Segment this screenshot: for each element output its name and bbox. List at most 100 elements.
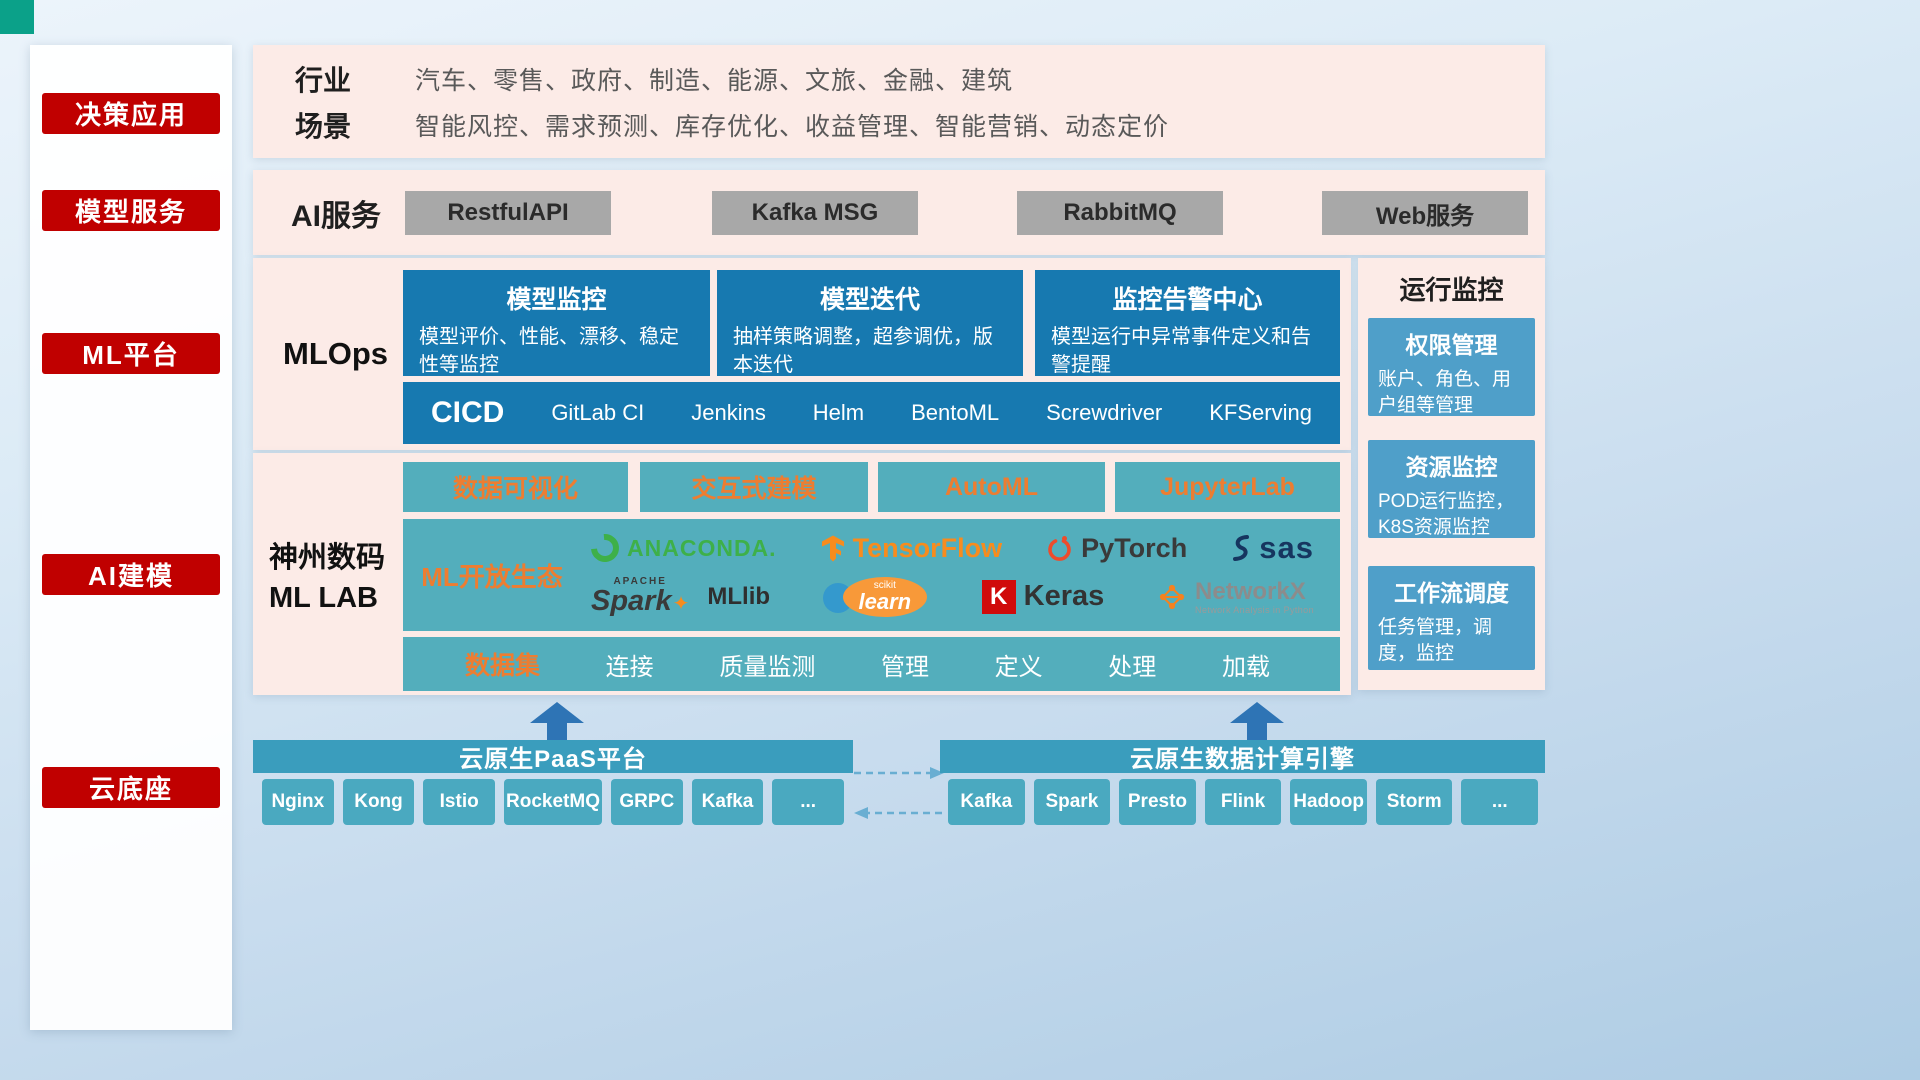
dataset-define: 定义	[994, 653, 1043, 681]
card-desc: 模型评价、性能、漂移、稳定性等监控	[419, 326, 679, 376]
dataset-bar: 数据集 连接 质量监测 管理 定义 处理 加载	[403, 637, 1340, 691]
scikit-learn-icon: scikit learn	[822, 574, 929, 620]
ml-lab-label-line2: ML LAB	[269, 581, 379, 614]
chip-flink: Flink	[1204, 779, 1282, 825]
paas-platform-header: 云原生PaaS平台	[253, 740, 853, 773]
sas-icon	[1233, 535, 1250, 562]
ml-lab-label: 神州数码 ML LAB	[269, 453, 401, 695]
pytorch-icon	[1048, 535, 1071, 561]
scikit-orange-blob: scikit learn	[842, 576, 927, 617]
chip-storm: Storm	[1375, 779, 1453, 825]
scene-row: 场景 智能风控、需求预测、库存优化、收益管理、智能营销、动态定价	[295, 103, 1529, 147]
runtime-monitor-title: 运行监控	[1399, 275, 1504, 305]
card-title: 资源监控	[1405, 454, 1498, 480]
scene-value: 智能风控、需求预测、库存优化、收益管理、智能营销、动态定价	[415, 113, 1170, 141]
sidebar-badge-decision-apps: 决策应用	[42, 93, 220, 134]
interactive-modeling-box: 交互式建模	[640, 462, 868, 512]
card-desc: 模型运行中异常事件定义和告警提醒	[1051, 326, 1311, 376]
rabbitmq-box: RabbitMQ	[1017, 191, 1223, 235]
ml-open-ecosystem-box: ML开放生态 ANACONDA. TensorFlow PyTorch	[403, 519, 1340, 631]
tensorflow-icon	[821, 535, 844, 562]
anaconda-text: ANACONDA.	[627, 534, 777, 561]
card-desc: 任务管理，调度，监控	[1378, 617, 1493, 664]
panel-industry-scenarios: 行业 汽车、零售、政府、制造、能源、文旅、金融、建筑 场景 智能风控、需求预测、…	[253, 45, 1545, 158]
networkx-text: NetworkX	[1195, 577, 1306, 605]
chip-presto: Presto	[1119, 779, 1196, 825]
dataset-label: 数据集	[465, 652, 541, 680]
model-iteration-card: 模型迭代 抽样策略调整，超参调优，版本迭代	[717, 270, 1023, 376]
resource-monitor-card: 资源监控 POD运行监控，K8S资源监控	[1368, 440, 1535, 538]
up-arrow-right	[1230, 702, 1284, 749]
automl-box: AutoML	[878, 462, 1105, 512]
chip-hadoop: Hadoop	[1290, 779, 1367, 825]
card-title: 模型监控	[506, 286, 607, 314]
mlops-label: MLOps	[283, 336, 389, 371]
card-desc: 账户、角色、用户组等管理	[1378, 369, 1512, 416]
anaconda-logo: ANACONDA.	[585, 528, 777, 569]
pytorch-text: PyTorch	[1081, 532, 1188, 563]
data-visualization-box: 数据可视化	[403, 462, 628, 512]
dataset-manage: 管理	[880, 653, 929, 681]
scikit-learn-logo: scikit learn	[822, 574, 929, 620]
panel-runtime-monitor: 运行监控 权限管理 账户、角色、用户组等管理 资源监控 POD运行监控，K8S资…	[1358, 258, 1545, 690]
eco-logos: ANACONDA. TensorFlow PyTorch sas	[581, 519, 1340, 631]
jupyterlab-box: JupyterLab	[1115, 462, 1340, 512]
model-monitor-card: 模型监控 模型评价、性能、漂移、稳定性等监控	[403, 270, 710, 376]
card-desc: 抽样策略调整，超参调优，版本迭代	[733, 326, 993, 376]
spark-wordmark: APACHE Spark	[591, 577, 689, 616]
cicd-label: CICD	[431, 396, 505, 429]
dashed-arrows	[848, 758, 948, 833]
data-engine-header: 云原生数据计算引擎	[940, 740, 1545, 773]
chip-istio: Istio	[423, 779, 496, 825]
cicd-tool-helm: Helm	[812, 400, 865, 425]
restful-api-box: RestfulAPI	[405, 191, 611, 235]
dataset-process: 处理	[1108, 653, 1157, 681]
eco-row-1: ANACONDA. TensorFlow PyTorch sas	[585, 528, 1314, 569]
apache-text: APACHE	[613, 576, 667, 588]
keras-icon: K	[981, 579, 1016, 614]
alert-center-card: 监控告警中心 模型运行中异常事件定义和告警提醒	[1035, 270, 1340, 376]
web-service-box: Web服务	[1322, 191, 1528, 235]
chip-nginx: Nginx	[262, 779, 334, 825]
sidebar-badge-ai-modeling: AI建模	[42, 554, 220, 595]
permission-mgmt-card: 权限管理 账户、角色、用户组等管理	[1368, 318, 1535, 416]
spark-text: Spark	[591, 587, 689, 616]
card-title: 监控告警中心	[1112, 286, 1263, 314]
cicd-tool-screwdriver: Screwdriver	[1046, 400, 1163, 425]
cicd-bar: CICD GitLab CI Jenkins Helm BentoML Scre…	[403, 382, 1340, 444]
chip-kafka2: Kafka	[948, 779, 1025, 825]
mllib-text: MLlib	[707, 582, 771, 610]
scene-label: 场景	[295, 111, 352, 142]
spark-star-icon	[672, 587, 690, 616]
chip-kong: Kong	[342, 779, 415, 825]
sas-text: sas	[1259, 530, 1314, 566]
dataset-connect: 连接	[605, 653, 654, 681]
keras-text: Keras	[1023, 580, 1105, 613]
up-arrow-left	[530, 702, 584, 749]
pytorch-logo: PyTorch	[1046, 533, 1187, 564]
sas-logo: sas	[1231, 530, 1314, 566]
sidebar: 决策应用 模型服务 ML平台 AI建模 云底座	[30, 45, 232, 1030]
chip-grpc: GRPC	[610, 779, 683, 825]
eco-row-2: APACHE Spark MLlib scikit learn	[591, 574, 1314, 620]
card-desc: POD运行监控，K8S资源监控	[1378, 491, 1515, 538]
industry-row: 行业 汽车、零售、政府、制造、能源、文旅、金融、建筑	[295, 57, 1529, 101]
keras-logo: K Keras	[981, 579, 1105, 614]
engine-chip-row: Kafka Spark Presto Flink Hadoop Storm ..…	[948, 779, 1539, 825]
cicd-tool-kfserving: KFServing	[1209, 400, 1312, 425]
panel-ml-lab: 神州数码 ML LAB 数据可视化 交互式建模 AutoML JupyterLa…	[253, 453, 1351, 695]
card-title: 权限管理	[1405, 332, 1498, 358]
workflow-schedule-card: 工作流调度 任务管理，调度，监控	[1368, 566, 1535, 670]
ai-service-label: AI服务	[291, 199, 381, 233]
dataset-load: 加载	[1221, 653, 1270, 681]
dataset-quality: 质量监测	[719, 653, 816, 681]
chip-more-right: ...	[1461, 779, 1539, 825]
panel-mlops: MLOps 模型监控 模型评价、性能、漂移、稳定性等监控 模型迭代 抽样策略调整…	[253, 258, 1351, 450]
learn-text: learn	[858, 588, 912, 614]
cicd-tool-jenkins: Jenkins	[691, 400, 766, 425]
card-title: 模型迭代	[819, 286, 920, 314]
ml-lab-label-line1: 神州数码	[269, 541, 386, 574]
card-title: 工作流调度	[1394, 580, 1509, 606]
tensorflow-logo: TensorFlow	[821, 533, 1002, 564]
